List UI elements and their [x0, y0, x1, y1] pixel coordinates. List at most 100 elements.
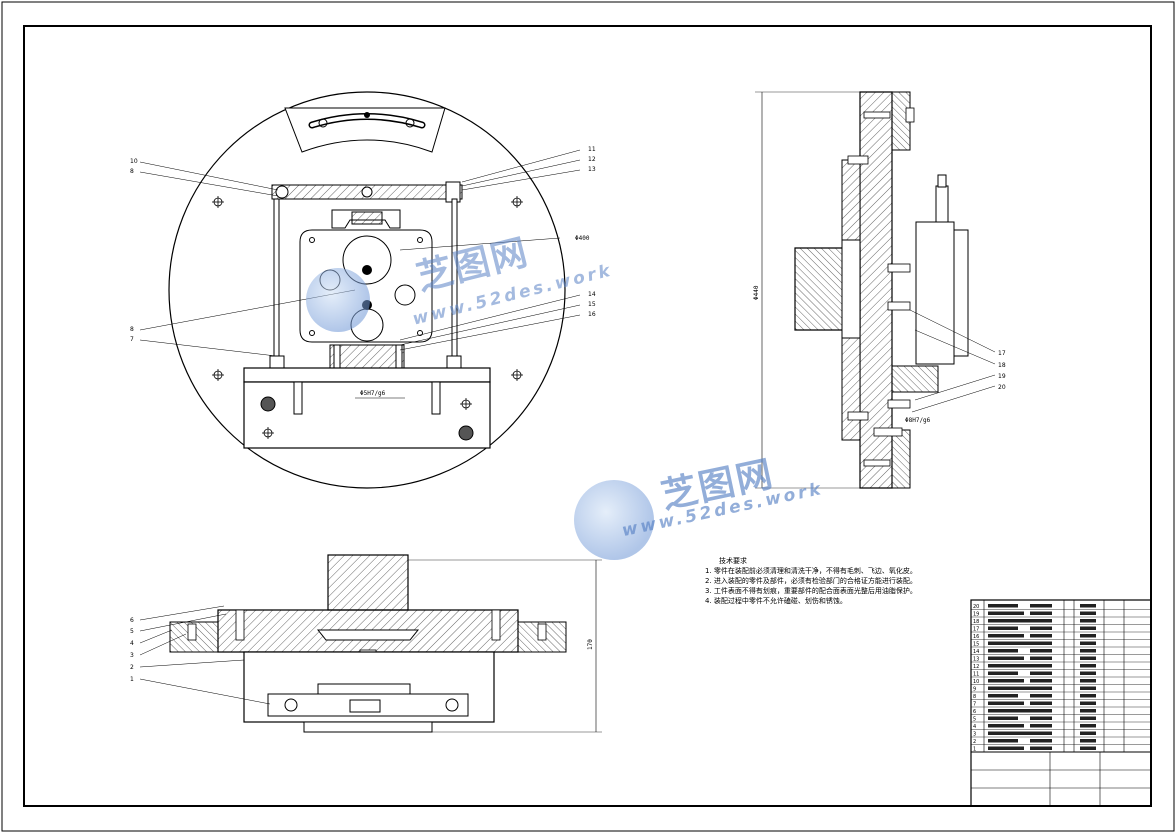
parts-row-entry — [988, 716, 1018, 720]
parts-row-entry — [988, 701, 1024, 705]
parts-row-number: 15 — [973, 642, 979, 648]
parts-row-number: 2 — [973, 739, 976, 745]
leader-label: 6 — [130, 617, 134, 624]
parts-row-entry — [1080, 731, 1096, 735]
leader-label: 1 — [130, 676, 134, 683]
parts-row-entry — [1030, 709, 1052, 713]
parts-row-number: 10 — [973, 679, 979, 685]
parts-row-entry — [1080, 671, 1096, 675]
front-fit-dimension: Φ5H7/g6 — [360, 390, 386, 397]
bottom-hub — [327, 554, 409, 611]
parts-row-number: 17 — [973, 627, 979, 633]
title-block — [970, 599, 1152, 807]
parts-row-entry — [1080, 716, 1096, 720]
parts-row-entry — [1030, 656, 1052, 660]
parts-row-entry — [1080, 634, 1096, 638]
parts-row-entry — [1080, 626, 1096, 630]
bottom-view: 170 6 5 4 3 2 1 — [130, 554, 602, 733]
parts-row-entry — [988, 724, 1024, 728]
parts-row-entry — [1030, 731, 1052, 735]
parts-row-entry — [1030, 679, 1052, 683]
parts-row-entry — [1030, 649, 1052, 653]
tech-requirements: 技术要求 1. 零件在装配前必须清理和清洗干净，不得有毛刺、飞边、氧化皮。 2.… — [705, 556, 945, 606]
parts-row-entry — [988, 671, 1018, 675]
side-height-dimension: Φ440 — [753, 285, 760, 300]
parts-row-entry — [1030, 739, 1052, 743]
parts-row-entry — [1030, 694, 1052, 698]
parts-row-number: 7 — [973, 702, 976, 708]
parts-row-entry — [988, 746, 1024, 750]
bottom-height-dimension: 170 — [587, 639, 594, 650]
leader-label: 17 — [998, 350, 1006, 357]
parts-row-entry — [988, 649, 1018, 653]
parts-row-entry — [988, 731, 1030, 735]
parts-row-entry — [988, 679, 1024, 683]
tech-requirement-item: 4. 装配过程中零件不允许磕碰、划伤和锈蚀。 — [705, 597, 847, 605]
front-dia-dimension: Φ400 — [575, 235, 590, 242]
drawing-frame — [23, 25, 1152, 807]
parts-row-entry — [1080, 619, 1096, 623]
parts-row-entry — [1030, 701, 1052, 705]
parts-row-entry — [988, 709, 1030, 713]
parts-row-number: 11 — [973, 672, 979, 678]
parts-row-entry — [1080, 686, 1096, 690]
turntable-outline — [168, 91, 566, 489]
parts-row-entry — [1030, 716, 1052, 720]
parts-row-entry — [1030, 671, 1052, 675]
tech-requirement-item: 1. 零件在装配前必须清理和清洗干净，不得有毛刺、飞边、氧化皮。 — [705, 567, 917, 575]
parts-row-entry — [988, 656, 1024, 660]
left-guide-rod — [273, 198, 280, 365]
leader-label: 11 — [588, 146, 596, 153]
watermark-logo — [306, 268, 654, 560]
parts-row-number: 4 — [973, 724, 976, 730]
leader-label: 10 — [130, 158, 138, 165]
base-block — [243, 381, 491, 449]
leader-label: 7 — [130, 336, 134, 343]
parts-row-entry — [1030, 664, 1052, 668]
parts-row-entry — [988, 634, 1024, 638]
parts-row-entry — [1030, 746, 1052, 750]
parts-row-entry — [988, 619, 1030, 623]
tech-requirement-item: 3. 工件表面不得有划痕，重要部件的配合面表面光整后用油脂保护。 — [705, 587, 917, 595]
parts-row-number: 18 — [973, 619, 979, 625]
parts-row-entry — [988, 611, 1024, 615]
parts-row-entry — [1080, 679, 1096, 683]
parts-row-number: 20 — [973, 604, 979, 610]
side-fit-dimension: Φ8H7/g6 — [905, 417, 931, 424]
parts-row-entry — [1080, 746, 1096, 750]
parts-row-entry — [1030, 604, 1052, 608]
parts-row-number: 6 — [973, 709, 976, 715]
parts-row-entry — [1030, 626, 1052, 630]
base-top-plate — [243, 367, 491, 383]
parts-row-number: 1 — [973, 747, 976, 753]
parts-row-entry — [1080, 604, 1096, 608]
tech-requirement-item: 2. 进入装配的零件及部件，必须有检验部门的合格证方能进行装配。 — [705, 577, 917, 585]
parts-row-number: 3 — [973, 732, 976, 738]
parts-row-entry — [1080, 664, 1096, 668]
leader-label: 18 — [998, 362, 1006, 369]
parts-row-entry — [1080, 739, 1096, 743]
parts-row-entry — [1030, 641, 1052, 645]
leader-label: 13 — [588, 166, 596, 173]
parts-row-entry — [1080, 701, 1096, 705]
parts-row-number: 16 — [973, 634, 979, 640]
parts-row-number: 19 — [973, 612, 979, 618]
leader-label: 16 — [588, 311, 596, 318]
leader-label: 12 — [588, 156, 596, 163]
parts-row-entry — [1080, 694, 1096, 698]
parts-row-entry — [1080, 656, 1096, 660]
parts-row-entry — [1080, 649, 1096, 653]
parts-row-number: 13 — [973, 657, 979, 663]
parts-row-entry — [988, 686, 1030, 690]
parts-row-entry — [988, 604, 1018, 608]
parts-row-entry — [1030, 611, 1052, 615]
leader-label: 14 — [588, 291, 596, 298]
parts-row-number: 5 — [973, 717, 976, 723]
parts-row-entry — [988, 641, 1030, 645]
parts-row-entry — [1030, 686, 1052, 690]
tech-requirements-title: 技术要求 — [719, 557, 747, 565]
leader-label: 3 — [130, 652, 134, 659]
parts-row-number: 8 — [973, 694, 976, 700]
